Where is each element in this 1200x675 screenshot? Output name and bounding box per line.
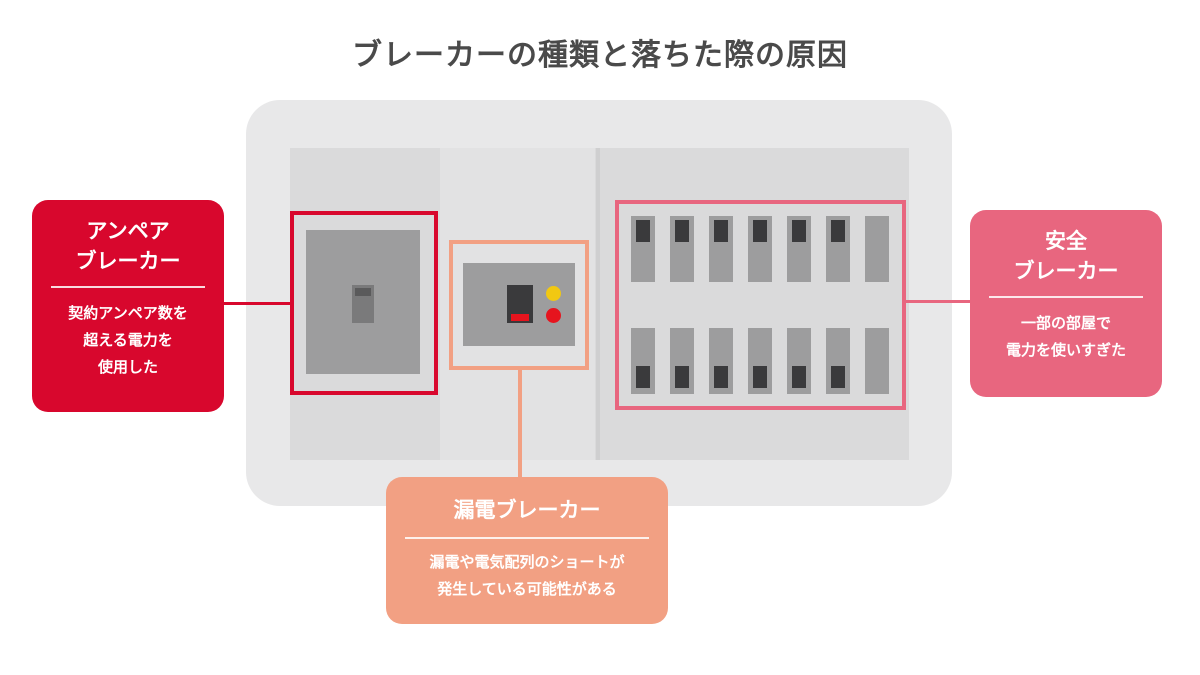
ampere-breaker-switch-top <box>355 288 371 296</box>
earth-leakage-callout-desc-line1: 漏電や電気配列のショートが <box>429 553 625 571</box>
earth-leakage-breaker-callout: 漏電ブレーカー 漏電や電気配列のショートが 発生している可能性がある <box>386 477 668 624</box>
safety-breaker-spare <box>865 216 889 282</box>
ampere-callout-desc-line2: 超える電力を <box>83 331 173 349</box>
ampere-callout-title-line2: ブレーカー <box>75 249 181 273</box>
safety-callout-separator <box>989 296 1143 298</box>
earth-leakage-callout-title: 漏電ブレーカー <box>453 498 601 522</box>
safety-breaker-tab <box>675 220 689 242</box>
safety-breaker-callout: 安全 ブレーカー 一部の部屋で 電力を使いすぎた <box>970 210 1162 397</box>
earth-leakage-callout-separator <box>405 537 649 539</box>
ampere-callout-desc-line3: 使用した <box>97 358 158 376</box>
safety-breaker-tab <box>831 366 845 388</box>
ampere-breaker-highlight <box>290 211 438 395</box>
safety-breaker-tab <box>792 366 806 388</box>
safety-breaker-tab <box>675 366 689 388</box>
board-divider <box>596 148 600 460</box>
earth-leakage-callout-desc-line2: 発生している可能性がある <box>437 580 617 598</box>
indicator-red-light <box>546 308 561 323</box>
safety-breaker-tab <box>792 220 806 242</box>
ampere-callout-separator <box>51 286 205 288</box>
safety-breaker-tab <box>636 220 650 242</box>
safety-callout-title-line2: ブレーカー <box>1013 259 1119 283</box>
safety-callout-desc-line2: 電力を使いすぎた <box>1005 341 1126 359</box>
safety-callout-desc-line1: 一部の部屋で <box>1020 314 1111 332</box>
ampere-connector-line <box>224 302 292 305</box>
safety-breaker-tab <box>753 220 767 242</box>
safety-breaker-highlight <box>615 200 906 410</box>
safety-callout-title-line1: 安全 <box>1045 229 1087 253</box>
safety-breaker-tab <box>831 220 845 242</box>
ampere-callout-title-line1: アンペア <box>86 219 170 243</box>
page-title: ブレーカーの種類と落ちた際の原因 <box>352 38 848 73</box>
ampere-breaker-callout: アンペア ブレーカー 契約アンペア数を 超える電力を 使用した <box>32 200 224 412</box>
safety-breaker-tab <box>714 366 728 388</box>
earth-leakage-connector-line <box>518 368 522 478</box>
ampere-callout-desc-line1: 契約アンペア数を <box>68 304 188 322</box>
safety-breaker-tab <box>636 366 650 388</box>
safety-connector-line <box>904 300 972 303</box>
earth-leakage-breaker-highlight <box>449 240 589 370</box>
earth-leakage-breaker-lever <box>511 314 529 321</box>
indicator-yellow-light <box>546 286 561 301</box>
safety-breaker-spare <box>865 328 889 394</box>
safety-breaker-tab <box>753 366 767 388</box>
safety-breaker-tab <box>714 220 728 242</box>
